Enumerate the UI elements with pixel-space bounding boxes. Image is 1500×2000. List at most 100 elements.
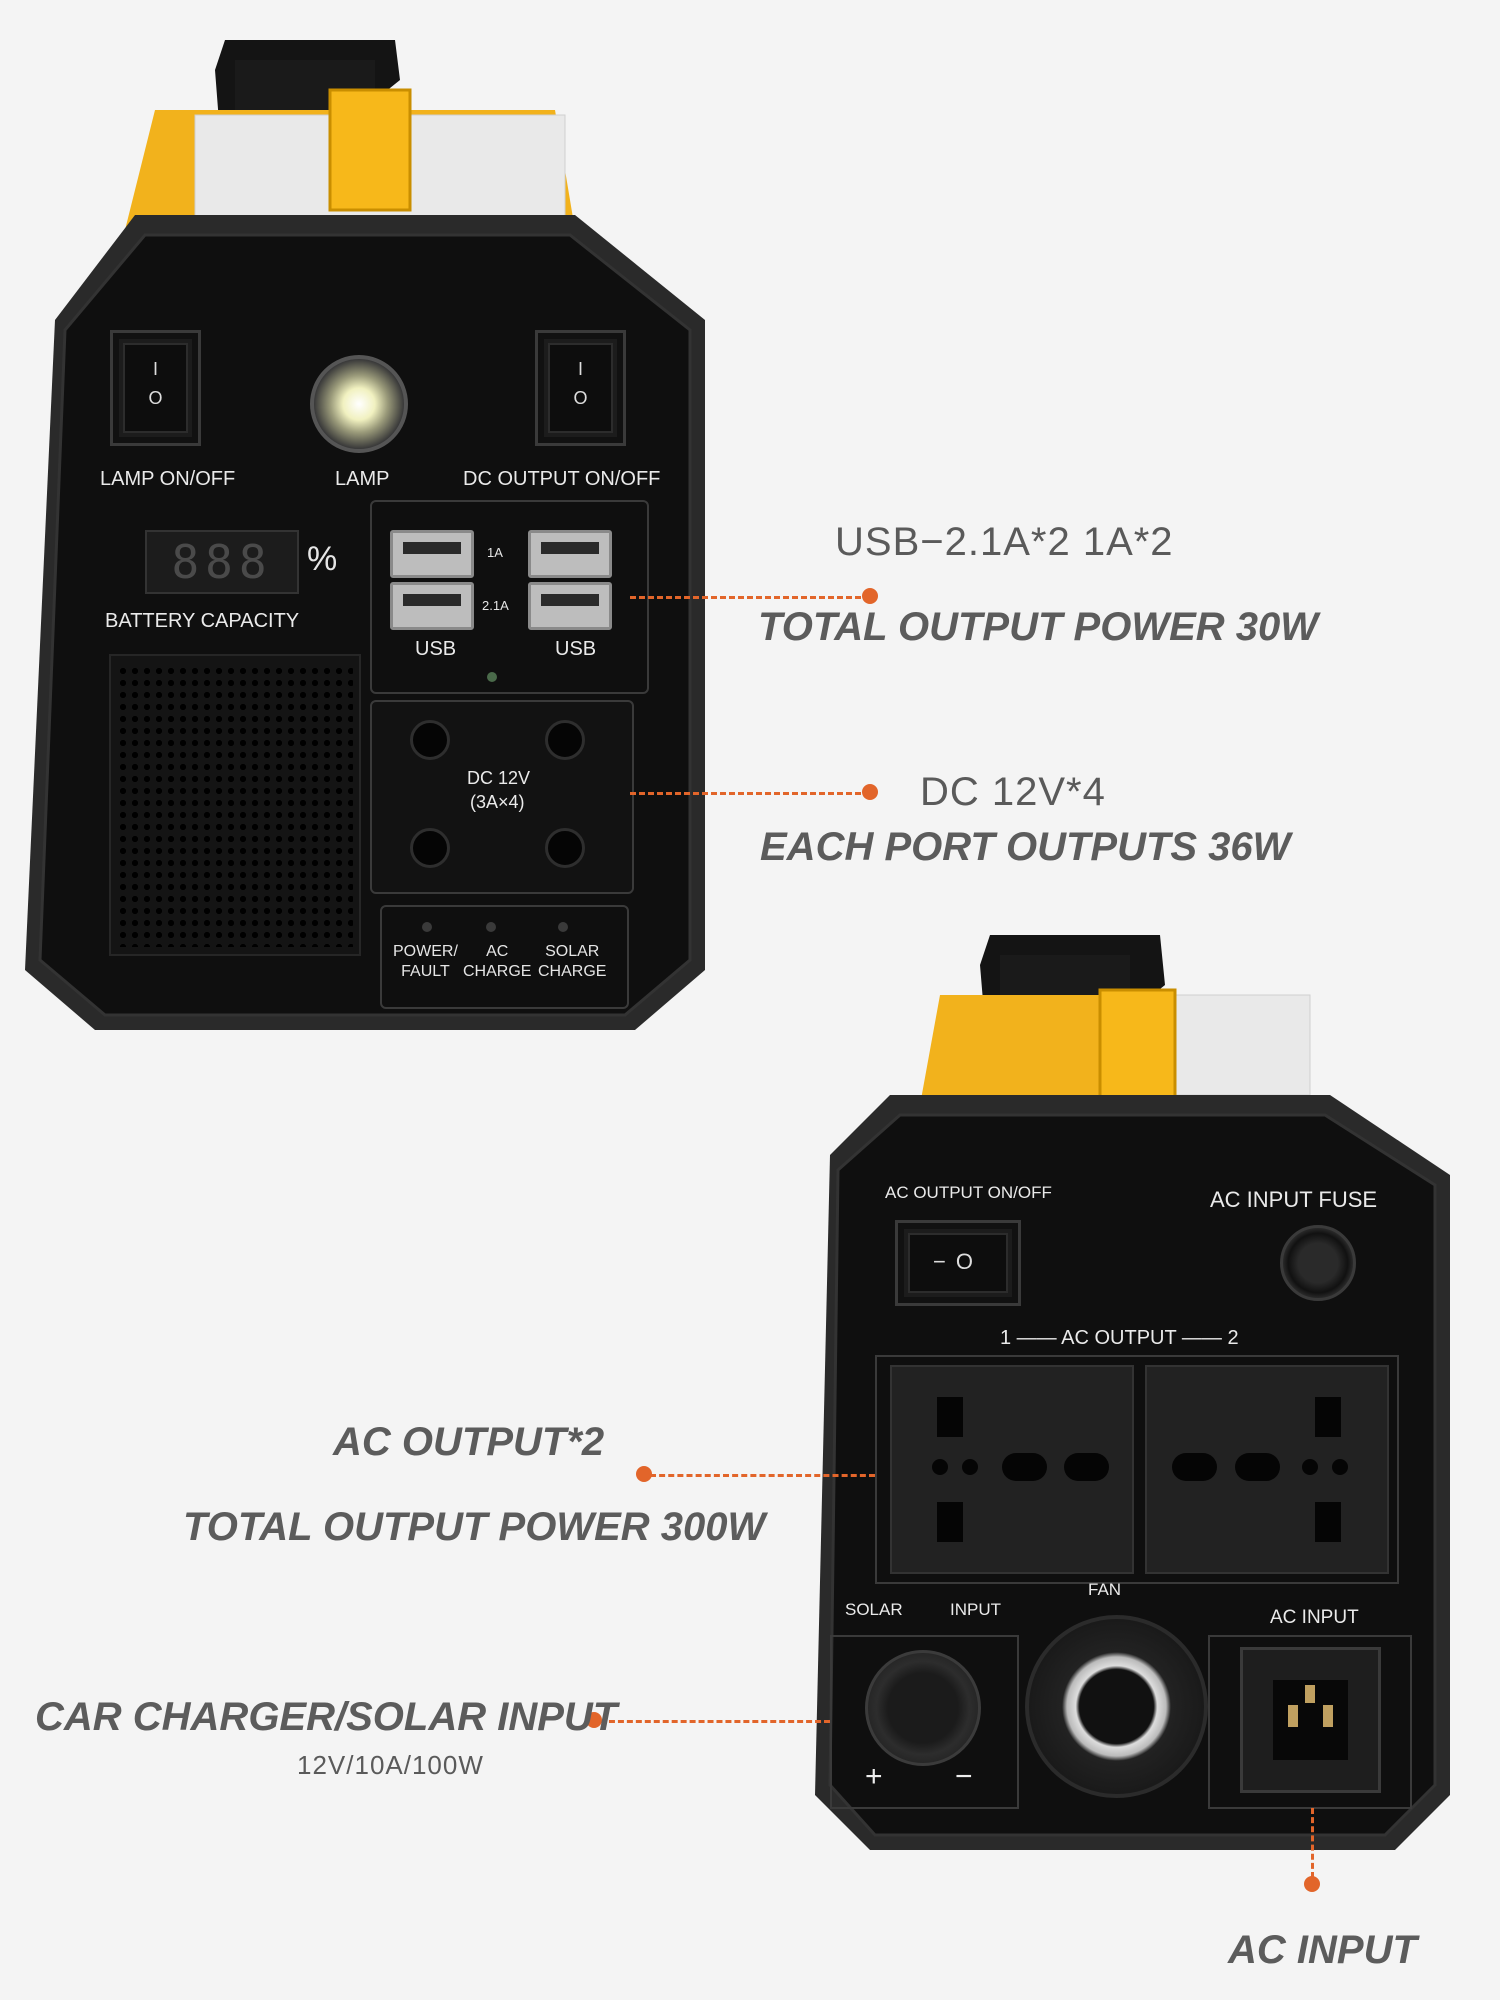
plus-label: + xyxy=(865,1760,883,1793)
outlet-slot xyxy=(1302,1459,1318,1475)
usb-right-label: USB xyxy=(555,638,597,660)
outlet-slot xyxy=(1235,1453,1280,1481)
car-charger-socket[interactable] xyxy=(865,1650,981,1766)
ac-charge-led xyxy=(486,922,496,932)
fuse-icon[interactable] xyxy=(1280,1225,1356,1301)
lamp-icon xyxy=(310,355,408,453)
outlet-slot xyxy=(962,1459,978,1475)
usb-callout-title: USB−2.1A*2 1A*2 xyxy=(835,520,1174,564)
ac-input-fuse-label: AC INPUT FUSE xyxy=(1210,1187,1378,1212)
switch-off-symbol: O xyxy=(148,388,163,408)
outlet-slot xyxy=(1172,1453,1217,1481)
car-callout-line xyxy=(600,1720,830,1723)
ac-input-pin xyxy=(1323,1705,1333,1727)
outlet-slot xyxy=(1315,1397,1341,1437)
usb-1a-label: 1A xyxy=(487,545,503,560)
solar-input-group xyxy=(830,1635,1019,1809)
outlet-slot xyxy=(1064,1453,1109,1481)
battery-capacity-label: BATTERY CAPACITY xyxy=(105,610,300,632)
usb-port[interactable] xyxy=(528,530,612,578)
dc-port[interactable] xyxy=(545,828,585,868)
indicator-3b: CHARGE xyxy=(538,963,607,980)
back-unit: AC OUTPUT ON/OFF −O AC INPUT FUSE 1 —— A… xyxy=(810,935,1460,1855)
switch-on-symbol: I xyxy=(152,359,158,379)
dc-callout-dot xyxy=(862,784,878,800)
usb-callout-dot xyxy=(862,588,878,604)
lamp-label: LAMP xyxy=(335,468,390,490)
car-callout-title: CAR CHARGER/SOLAR INPUT xyxy=(35,1695,618,1739)
ac-outlet-1[interactable] xyxy=(890,1365,1134,1574)
indicator-solar-charge-label: SOLAR CHARGE xyxy=(538,942,606,982)
usb-left-label: USB xyxy=(415,638,457,660)
lamp-switch-label: LAMP ON/OFF xyxy=(100,468,236,490)
switch-off-symbol: O xyxy=(573,388,588,408)
usb-port[interactable] xyxy=(390,582,474,630)
dc-callout-title: DC 12V*4 xyxy=(920,770,1106,814)
indicator-2a: AC xyxy=(486,943,509,960)
ac-input-socket[interactable] xyxy=(1240,1647,1381,1793)
ac-output-callout-title: AC OUTPUT*2 xyxy=(333,1420,605,1464)
power-fault-led xyxy=(422,922,432,932)
car-callout-subtitle: 12V/10A/100W xyxy=(297,1750,484,1780)
ac-output-switch[interactable]: −O xyxy=(895,1220,1021,1306)
switch-off-symbol: O xyxy=(955,1249,983,1274)
outlet-slot xyxy=(1332,1459,1348,1475)
percent-sign: % xyxy=(307,540,338,578)
input-label: INPUT xyxy=(950,1600,1001,1619)
solar-charge-led xyxy=(558,922,568,932)
minus-label: − xyxy=(955,1760,973,1793)
outlet-slot xyxy=(1002,1453,1047,1481)
usb-21a-label: 2.1A xyxy=(482,598,509,613)
outlet-slot xyxy=(937,1502,963,1542)
usb-port[interactable] xyxy=(528,582,612,630)
ac-input-callout-line xyxy=(1311,1808,1314,1878)
dc-output-switch-label: DC OUTPUT ON/OFF xyxy=(463,468,661,490)
fan-label: FAN xyxy=(1088,1580,1122,1599)
switch-on-symbol: − xyxy=(933,1249,956,1274)
usb-port[interactable] xyxy=(390,530,474,578)
car-callout-dot xyxy=(586,1712,602,1728)
ac-input-callout: AC INPUT xyxy=(1228,1928,1417,1973)
solar-label: SOLAR xyxy=(845,1600,903,1619)
dc-port[interactable] xyxy=(410,828,450,868)
usb-indicator-led xyxy=(487,672,497,682)
indicator-ac-charge-label: AC CHARGE xyxy=(463,942,531,982)
indicator-1a: POWER/ xyxy=(393,943,458,960)
ac-input-label: AC INPUT xyxy=(1270,1607,1359,1628)
ac-input-pin xyxy=(1305,1685,1315,1703)
outlet-slot xyxy=(1315,1502,1341,1542)
indicator-power-fault-label: POWER/FAULT xyxy=(393,942,458,982)
fan-icon xyxy=(1025,1615,1208,1798)
indicator-3a: SOLAR xyxy=(545,943,600,960)
dc-callout-subtitle: EACH PORT OUTPUTS 36W xyxy=(760,825,1291,869)
ac-output-group xyxy=(875,1355,1399,1584)
ac-output-callout-subtitle: TOTAL OUTPUT POWER 300W xyxy=(183,1505,766,1549)
usb-callout-line xyxy=(630,596,870,599)
outlet-slot xyxy=(932,1459,948,1475)
ac-input-callout-title: AC INPUT xyxy=(1228,1928,1417,1972)
ac-input-group xyxy=(1208,1635,1412,1809)
ac-input-pin xyxy=(1288,1705,1298,1727)
indicator-2b: CHARGE xyxy=(463,963,532,980)
dc-port[interactable] xyxy=(410,720,450,760)
dc-label-2: (3A×4) xyxy=(470,792,525,812)
ac-output-switch-label: AC OUTPUT ON/OFF xyxy=(885,1183,1052,1202)
outlet-slot xyxy=(937,1397,963,1437)
ac-input-callout-dot xyxy=(1304,1876,1320,1892)
ac-output-callout-dot xyxy=(636,1466,652,1482)
indicator-panel xyxy=(380,905,629,1009)
usb-callout-subtitle: TOTAL OUTPUT POWER 30W xyxy=(758,605,1319,649)
dc-label-1: DC 12V xyxy=(467,768,531,788)
battery-display: 888 xyxy=(145,530,299,594)
indicator-1b: FAULT xyxy=(401,963,450,980)
dc-callout-line xyxy=(630,792,870,795)
dc-port[interactable] xyxy=(545,720,585,760)
ac-output-callout-line xyxy=(650,1474,875,1477)
ac-output-label: 1 —— AC OUTPUT —— 2 xyxy=(1000,1327,1239,1349)
display-digits: 888 xyxy=(171,535,273,589)
ac-outlet-2[interactable] xyxy=(1145,1365,1389,1574)
switch-on-symbol: I xyxy=(577,359,583,379)
